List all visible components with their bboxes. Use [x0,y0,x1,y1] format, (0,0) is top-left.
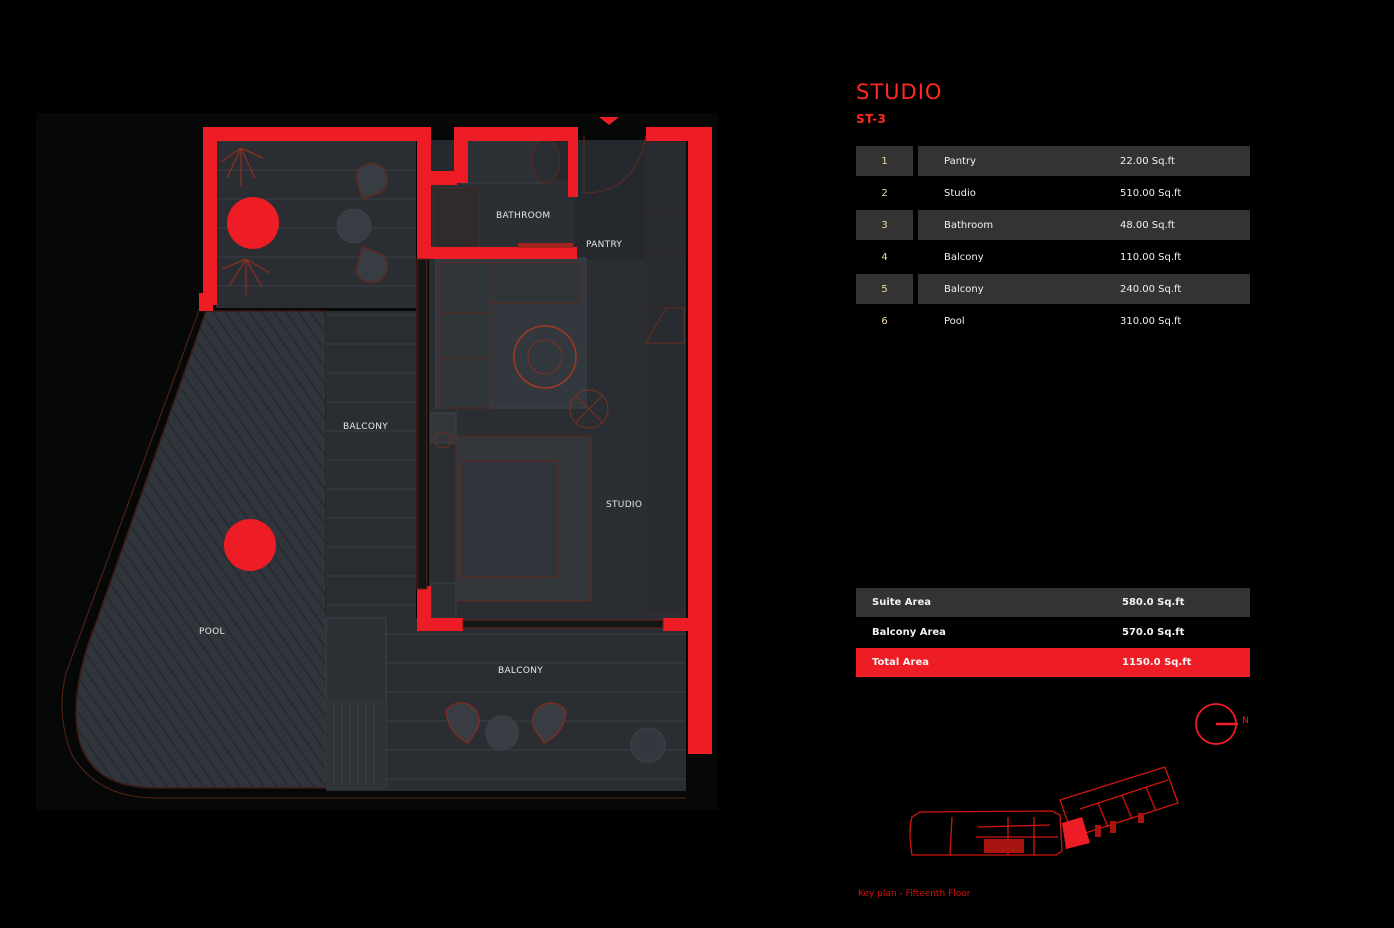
area-label: Suite Area [872,597,931,608]
table-row: 4 Balcony 110.00 Sq.ft [856,242,1250,272]
table-row: 2 Studio 510.00 Sq.ft [856,178,1250,208]
area-value: 580.0 Sq.ft [1122,597,1185,608]
label-pantry: PANTRY [586,240,623,250]
room-name: Pool [944,315,965,327]
suite-area-row: Suite Area 580.0 Sq.ft [856,588,1250,617]
total-area-row: Total Area 1150.0 Sq.ft [856,648,1250,677]
marker-dot-pool [224,519,276,571]
room-area: 510.00 Sq.ft [1120,187,1182,199]
area-value: 570.0 Sq.ft [1122,627,1185,638]
room-name: Studio [944,187,976,199]
room-area: 48.00 Sq.ft [1120,219,1175,231]
room-area: 22.00 Sq.ft [1120,155,1175,167]
compass-label: N [1242,716,1249,726]
unit-code: ST-3 [856,112,887,126]
row-number: 6 [881,315,888,327]
table-row: 3 Bathroom 48.00 Sq.ft [856,210,1250,240]
unit-type-title: STUDIO [856,80,943,104]
label-balcony-lower: BALCONY [498,666,544,676]
label-pool: POOL [199,627,225,637]
table-row: 5 Balcony 240.00 Sq.ft [856,274,1250,304]
row-number: 2 [881,187,888,199]
table-row: 1 Pantry 22.00 Sq.ft [856,146,1250,176]
area-label: Balcony Area [872,627,946,638]
room-name: Balcony [944,251,984,263]
row-number: 4 [881,251,888,263]
row-number: 1 [856,146,913,176]
balcony-area-row: Balcony Area 570.0 Sq.ft [856,618,1250,647]
key-plan-diagram [900,755,1200,875]
area-label: Total Area [872,657,930,668]
room-area: 240.00 Sq.ft [1120,283,1182,295]
room-schedule-table: 1 Pantry 22.00 Sq.ft 2 Studio 510.00 Sq.ft… [856,146,1250,338]
floor-plan-drawing [61,117,712,799]
area-summary-table: Suite Area 580.0 Sq.ft Balcony Area 570.… [856,588,1250,678]
room-name: Bathroom [944,219,994,231]
north-compass-icon: N [1194,702,1254,746]
room-area: 310.00 Sq.ft [1120,315,1182,327]
marker-dot-upper [227,197,279,249]
room-name: Pantry [944,155,976,167]
area-value: 1150.0 Sq.ft [1122,657,1192,668]
label-balcony-upper: BALCONY [343,422,389,432]
room-name: Balcony [944,283,984,295]
room-area: 110.00 Sq.ft [1120,251,1182,263]
key-plan-caption: Key plan - Fifteenth Floor [858,889,971,899]
table-row: 6 Pool 310.00 Sq.ft [856,306,1250,336]
label-studio: STUDIO [606,500,643,510]
row-number: 5 [856,274,913,304]
row-number: 3 [856,210,913,240]
label-bathroom: BATHROOM [496,211,551,221]
floor-plan: BATHROOM PANTRY STUDIO BALCONY BALCONY P… [36,113,718,810]
